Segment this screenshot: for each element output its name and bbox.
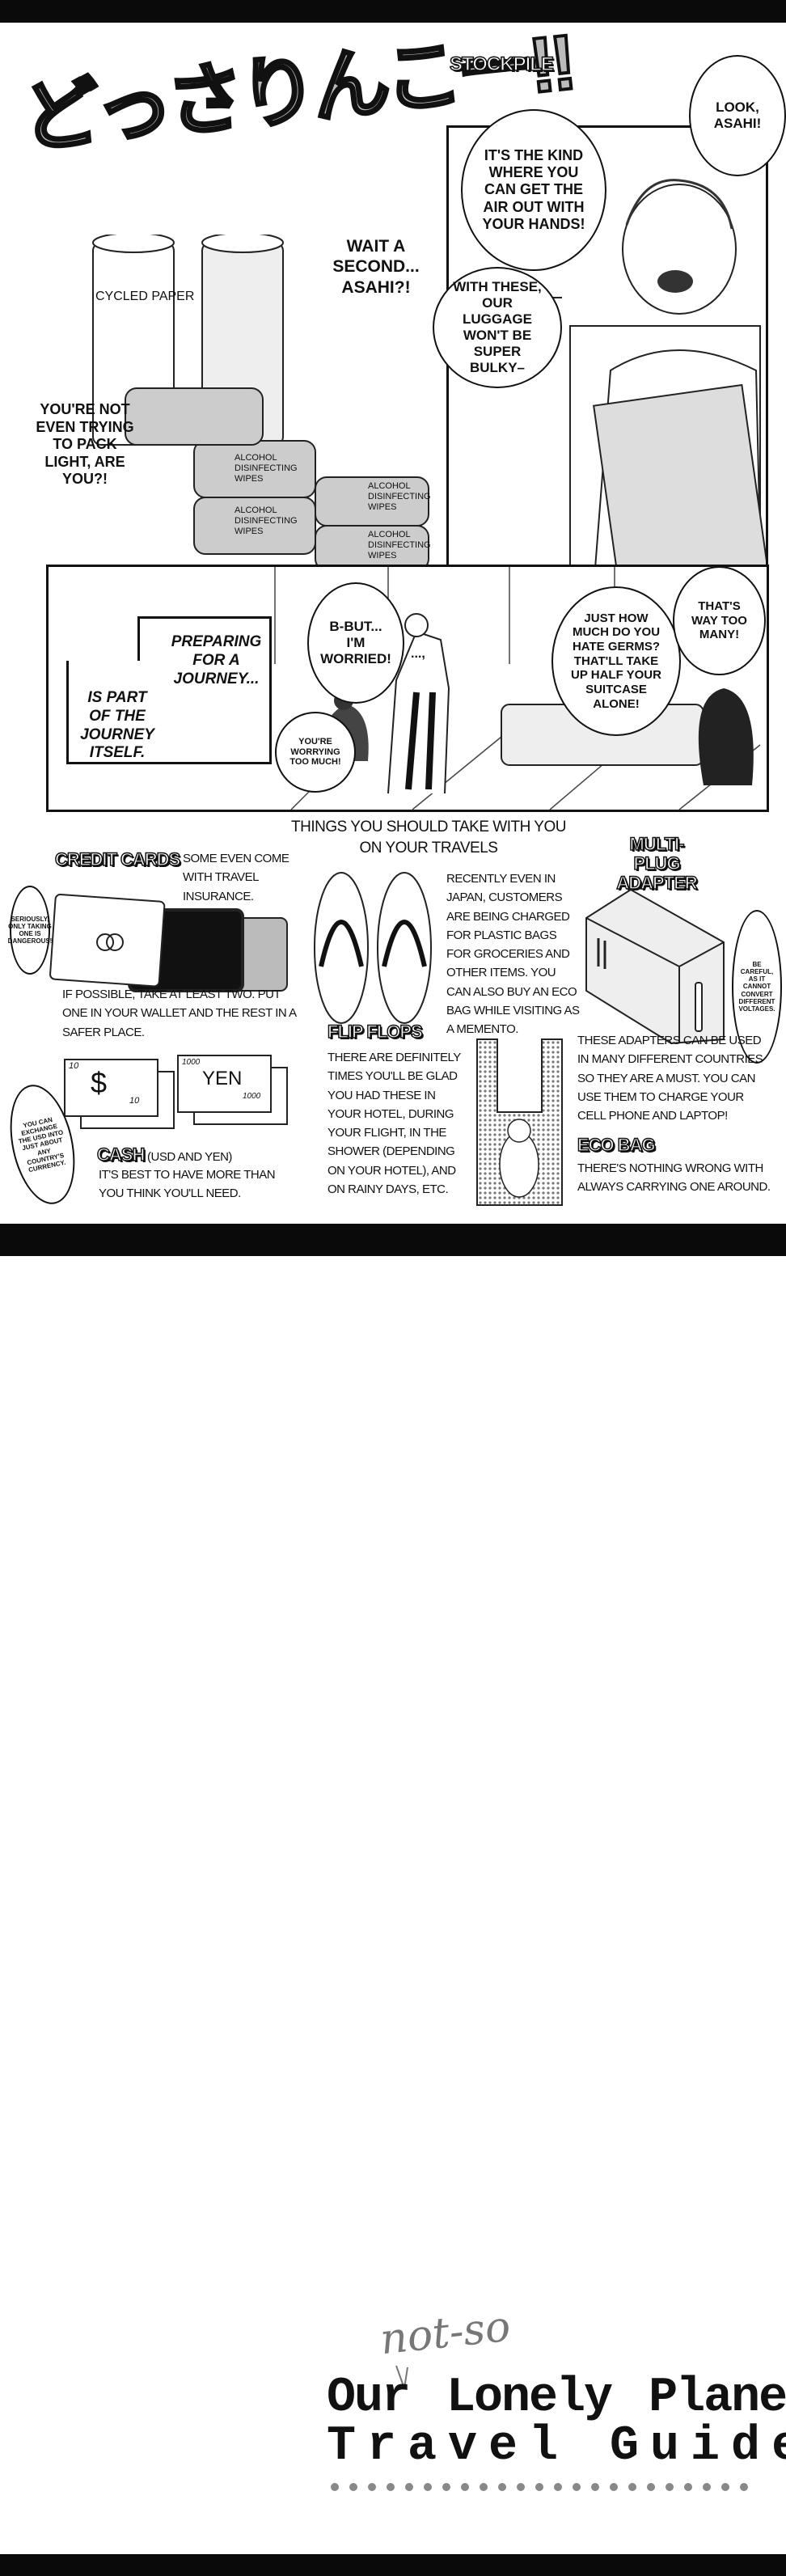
title-annotation: not-so [378, 2302, 513, 2365]
sound-effect-translation: STOCKPILE [449, 53, 554, 76]
title-line-1: Our Lonely Planet [327, 2374, 786, 2422]
eco-bag-illustration [476, 1038, 563, 1206]
insert-caret-icon [395, 2365, 408, 2389]
dollar-bill-value: 10 [69, 1061, 79, 1071]
speech-bubble-worrying-too-much: YOU'RE WORRYING TOO MUCH! [275, 712, 356, 793]
wipes-label: ALCOHOL DISINFECTING WIPES [235, 453, 298, 484]
yen-bill-value: 1000 [182, 1058, 201, 1067]
credit-cards-note: SOME EVEN COME WITH TRAVEL INSURANCE. [183, 852, 289, 903]
adapter-label: MULTI-PLUG ADAPTER [616, 834, 699, 894]
multi-plug-adapter-illustration [585, 888, 725, 1045]
credit-cards-illustration [49, 894, 288, 992]
credit-cards-bubble: SERIOUSLY, ONLY TAKING ONE IS DANGEROUS! [8, 886, 52, 975]
adapter-tip: THESE ADAPTERS CAN BE USED IN MANY DIFFE… [577, 1034, 763, 1123]
title-dotted-rule [331, 2483, 748, 2491]
speech-bubble-too-many: THAT'S WAY TOO MANY! [673, 566, 766, 675]
stockpile-props-illustration [92, 235, 429, 571]
credit-cards-tip: IF POSSIBLE, TAKE AT LEAST TWO. PUT ONE … [62, 988, 296, 1039]
narration-caption-journey: IS PART OF THE JOURNEY ITSELF. [80, 689, 154, 762]
wipes-label: ALCOHOL DISINFECTING WIPES [368, 530, 431, 561]
speech-bubble-germs: JUST HOW MUCH DO YOU HATE GERMS? THAT'LL… [551, 586, 681, 736]
guide-heading: THINGS YOU SHOULD TAKE WITH YOU ON YOUR … [291, 818, 566, 857]
cash-tip: IT'S BEST TO HAVE MORE THAN YOU THINK YO… [99, 1168, 276, 1201]
top-border [0, 0, 786, 23]
caption-box-bottom [66, 661, 272, 764]
speech-bubble-luggage: WITH THESE, OUR LUGGAGE WON'T BE SUPER B… [433, 267, 562, 388]
paper-roll-label: CYCLED PAPER [95, 290, 195, 303]
shout-bubble-pack-light: YOU'RE NOT EVEN TRYING TO PACK LIGHT, AR… [36, 401, 134, 488]
flip-flops-tip: THERE ARE DEFINITELY TIMES YOU'LL BE GLA… [328, 1051, 461, 1196]
eco-bag-label: ECO BAG [577, 1134, 656, 1156]
shout-bubble-wait: WAIT A SECOND... ASAHI?! [332, 237, 420, 297]
dollar-bill-symbol: $ [91, 1066, 108, 1099]
adapter-bubble: BE CAREFUL, AS IT CANNOT CONVERT DIFFERE… [732, 910, 782, 1064]
yen-bill-value: 1000 [243, 1092, 261, 1101]
eco-bag-tip: THERE'S NOTHING WRONG WITH ALWAYS CARRYI… [577, 1161, 771, 1195]
dollar-bill-value: 10 [129, 1096, 140, 1106]
title-line-1-text: Our Lonely Planet [327, 2371, 786, 2426]
eco-bag-note: RECENTLY EVEN IN JAPAN, CUSTOMERS ARE BE… [446, 872, 580, 1036]
narration-caption-preparing: PREPARING FOR A JOURNEY... [171, 633, 262, 687]
cash-sub: (USD AND YEN) [147, 1150, 232, 1164]
title-line-2: Travel Guide [327, 2419, 786, 2474]
page-separator [0, 1224, 786, 1256]
wipes-label: ALCOHOL DISINFECTING WIPES [235, 505, 298, 537]
flip-flops-illustration [314, 872, 432, 1024]
bottom-border [0, 2554, 786, 2576]
wipes-label: ALCOHOL DISINFECTING WIPES [368, 481, 431, 513]
speech-bubble-air-out: IT'S THE KIND WHERE YOU CAN GET THE AIR … [461, 109, 606, 271]
speech-bubble-look-asahi: LOOK, ASAHI! [689, 55, 786, 176]
flip-flops-label: FLIP FLOPS [327, 1021, 423, 1043]
credit-cards-label: CREDIT CARDS [54, 848, 181, 870]
speech-bubble-worried: B-BUT... I'M WORRIED! [307, 582, 404, 704]
cash-label: CASH [96, 1144, 146, 1165]
yen-bill-text: YEN [202, 1068, 243, 1089]
cash-illustration [64, 1055, 288, 1129]
sound-effect-dots: ..., [411, 647, 425, 661]
